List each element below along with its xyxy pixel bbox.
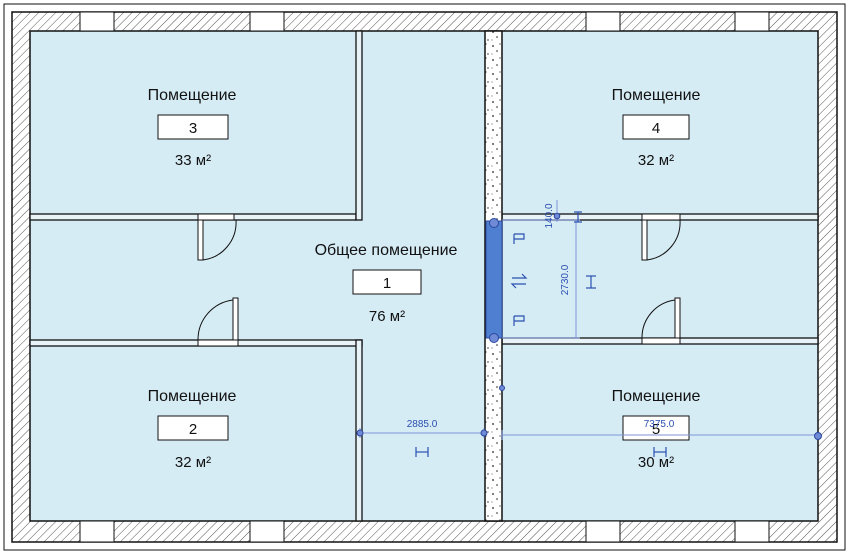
room-number-box — [622, 415, 690, 441]
room-number: 4 — [652, 120, 660, 137]
window[interactable] — [249, 520, 285, 543]
room-area: 76 м² — [369, 308, 405, 325]
room-area: 30 м² — [638, 454, 674, 471]
window[interactable] — [79, 520, 115, 543]
wall[interactable] — [29, 213, 357, 221]
room-area: 32 м² — [175, 454, 211, 471]
room-number-box — [157, 415, 229, 441]
grip-bottom[interactable] — [489, 333, 499, 343]
dimension-value: 2885.0 — [407, 419, 438, 430]
room-name: Общее помещение — [315, 242, 458, 259]
room-name: Помещение — [148, 388, 237, 405]
lock-icon[interactable] — [415, 447, 429, 457]
room-tag-2[interactable]: Помещение 2 32 м² — [148, 388, 237, 471]
room-number: 2 — [189, 421, 197, 438]
door[interactable] — [197, 297, 239, 347]
window[interactable] — [249, 11, 285, 32]
flip-control-bottom[interactable] — [513, 315, 525, 326]
lock-icon[interactable] — [574, 211, 582, 223]
room-fill — [29, 30, 819, 522]
door[interactable] — [641, 297, 681, 345]
dimension-bottom-left[interactable]: 2885.0 — [356, 419, 488, 457]
door[interactable] — [197, 213, 237, 261]
window[interactable] — [585, 520, 621, 543]
room-number-box — [352, 269, 422, 295]
grip-top[interactable] — [489, 218, 499, 228]
dimension-value: 2730.0 — [560, 264, 571, 295]
room-tag-3[interactable]: Помещение 3 33 м² — [148, 87, 237, 169]
window[interactable] — [585, 11, 621, 32]
room-number: 3 — [189, 120, 197, 137]
room-name: Помещение — [612, 87, 701, 104]
windows — [79, 11, 770, 543]
room-number-box — [157, 114, 229, 140]
lock-icon[interactable] — [586, 275, 596, 289]
room-area: 32 м² — [638, 152, 674, 169]
dimension-value: 140.0 — [544, 203, 555, 228]
wall[interactable] — [355, 30, 363, 221]
room-area: 33 м² — [175, 152, 211, 169]
dimension-small-vertical[interactable]: 140.0 — [544, 200, 582, 229]
lock-icon[interactable] — [653, 447, 667, 457]
dimension-value: 7375.0 — [644, 419, 675, 430]
room-name: Помещение — [612, 388, 701, 405]
window[interactable] — [734, 520, 770, 543]
room-number: 1 — [383, 275, 391, 292]
doors — [197, 213, 681, 347]
room-tag-1[interactable]: Общее помещение 1 76 м² — [315, 242, 458, 325]
flip-arrows-icon[interactable] — [510, 273, 528, 289]
window[interactable] — [79, 11, 115, 32]
window[interactable] — [734, 11, 770, 32]
flip-control-top[interactable] — [513, 233, 525, 244]
room-number-box — [622, 114, 690, 140]
dimension-vertical[interactable]: 2730.0 — [502, 219, 596, 339]
room-name: Помещение — [148, 87, 237, 104]
room-number: 5 — [652, 421, 660, 438]
room-tag-5[interactable]: Помещение 5 30 м² — [612, 388, 701, 471]
dimension-bottom-right[interactable]: 7375.0 — [499, 385, 822, 458]
room-tag-4[interactable]: Помещение 4 32 м² — [612, 87, 701, 169]
door[interactable] — [641, 213, 681, 261]
wall[interactable] — [29, 339, 363, 347]
selected-wall-segment[interactable] — [485, 220, 503, 339]
